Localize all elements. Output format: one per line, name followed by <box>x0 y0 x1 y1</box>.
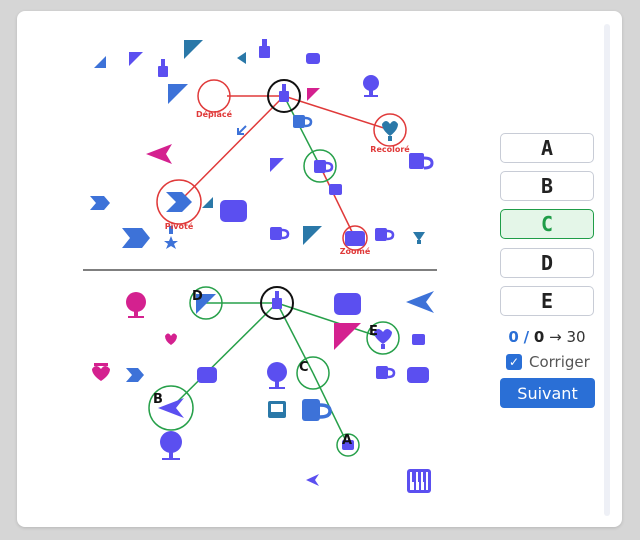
option-c-label: C <box>299 360 309 375</box>
moved-circle <box>197 79 231 113</box>
mug-icon <box>302 399 332 421</box>
anchor-circle <box>267 79 301 113</box>
score-separator: / <box>523 328 530 346</box>
scrollbar[interactable] <box>604 24 610 516</box>
moved-label: Déplacé <box>196 109 233 119</box>
heart-pot-icon <box>165 333 177 345</box>
top-scattered-icons <box>90 39 434 249</box>
chevron-right-icon <box>90 196 110 210</box>
bottom-annotated-nodes <box>148 286 400 457</box>
chevron-right-icon <box>126 368 144 382</box>
option-e-label: E <box>369 324 378 339</box>
anchor-circle <box>260 286 294 320</box>
score-total: 0 <box>533 328 545 346</box>
triangle-flag-icon <box>184 40 203 59</box>
correct-toggle[interactable]: ✓ Corriger <box>506 352 590 372</box>
small-arrow-icon <box>237 125 247 135</box>
answer-button-a[interactable]: A <box>500 133 594 163</box>
heart-pot-icon <box>92 363 110 381</box>
bottom-scattered-icons <box>92 291 434 493</box>
zoomed-label: Zoomé <box>340 246 371 256</box>
heart-pot-icon <box>382 121 398 141</box>
tree-icon <box>267 362 287 389</box>
tree-icon <box>363 75 379 97</box>
score-target: 30 <box>566 328 586 346</box>
pillow-icon <box>329 184 342 195</box>
triangle-flag-icon <box>129 52 143 66</box>
top-links <box>178 95 391 239</box>
star-icon <box>164 226 178 249</box>
chevron-left-icon <box>158 398 184 418</box>
triangle-flag-icon <box>334 323 361 350</box>
zoomed-circle <box>342 225 368 251</box>
mug-icon <box>312 158 334 175</box>
mug-icon <box>373 226 395 243</box>
score-current: 0 <box>508 328 519 346</box>
chevron-left-icon <box>146 144 172 164</box>
pillow-icon <box>412 334 425 345</box>
bottle-icon <box>279 84 289 102</box>
bottle-icon <box>259 39 270 58</box>
tree-icon <box>126 292 146 318</box>
triangle-flag-icon <box>168 84 188 104</box>
option-c-circle <box>296 356 330 390</box>
pillow-icon <box>407 367 429 383</box>
bottle-icon <box>158 59 168 77</box>
chevron-left-icon <box>237 52 246 64</box>
answer-button-c[interactable]: C <box>500 209 594 239</box>
triangle-flag-icon <box>196 294 216 314</box>
chevron-left-icon <box>406 291 434 313</box>
answer-button-e[interactable]: E <box>500 286 594 316</box>
score-display: 0 / 0 → 30 <box>500 328 594 346</box>
triangle-flag-icon <box>94 56 106 68</box>
pillow-icon <box>334 293 361 315</box>
heart-pot-icon <box>374 329 392 349</box>
triangle-flag-icon <box>303 226 322 245</box>
option-a-label: A <box>342 433 352 448</box>
option-d-circle <box>189 286 223 320</box>
heart-pot-icon <box>413 232 425 244</box>
answer-button-d[interactable]: D <box>500 248 594 278</box>
pillow-icon <box>345 231 365 246</box>
recolored-circle <box>373 113 407 147</box>
chevron-right-icon <box>122 228 150 248</box>
mug-icon <box>268 225 290 242</box>
chevron-left-icon <box>306 474 319 486</box>
triangle-flag-icon <box>270 158 284 172</box>
rotated-circle <box>156 179 202 225</box>
next-button[interactable]: Suivant <box>500 378 595 408</box>
bottle-icon <box>272 291 282 309</box>
option-e-circle <box>366 321 400 355</box>
green-circle <box>303 149 337 183</box>
tree-icon <box>160 431 182 460</box>
top-annotated-nodes <box>156 79 407 251</box>
option-b-circle <box>148 385 194 431</box>
bottom-links <box>170 302 384 446</box>
rotated-label: Pivoté <box>165 221 194 231</box>
pillow-icon <box>220 200 247 222</box>
pillow-icon <box>342 440 354 450</box>
option-a-circle <box>336 433 360 457</box>
option-d-label: D <box>192 289 203 304</box>
piano-icon <box>407 469 431 493</box>
mug-icon <box>409 153 434 170</box>
answer-button-b[interactable]: B <box>500 171 594 201</box>
pillow-icon <box>306 53 320 64</box>
pillow-icon <box>197 367 217 383</box>
recolored-label: Recoloré <box>370 144 410 154</box>
correct-toggle-label: Corriger <box>529 353 590 371</box>
score-arrow: → <box>549 328 562 346</box>
mug-icon <box>291 113 313 130</box>
triangle-flag-icon <box>202 197 213 208</box>
checkbox-checked-icon[interactable]: ✓ <box>506 354 522 370</box>
mug-icon <box>374 364 396 381</box>
triangle-flag-icon <box>307 88 320 101</box>
inbox-icon <box>268 401 286 418</box>
chevron-right-icon <box>166 192 192 212</box>
option-b-label: B <box>153 392 163 407</box>
